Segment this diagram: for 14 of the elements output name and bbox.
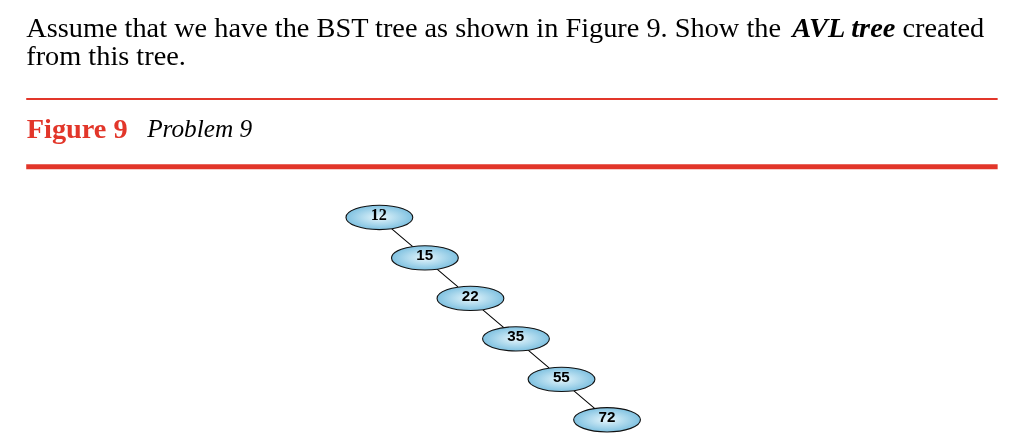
label: Problem 9 — [147, 113, 253, 142]
connector — [527, 349, 550, 368]
connector — [573, 389, 596, 409]
node-ellipse: 55 — [527, 366, 596, 392]
node-ellipse: 72 — [573, 406, 641, 432]
connector — [436, 268, 459, 287]
connector — [391, 227, 413, 247]
node-ellipse: 12 — [345, 204, 414, 230]
connector — [482, 308, 505, 328]
node-ellipse: 22 — [436, 285, 505, 311]
label: Figure 9 — [26, 112, 128, 144]
label: Assume that we have the BST tree as shown in Figure 9. Show the AVL tree created from this tree. — [26, 11, 985, 71]
node-ellipse: 15 — [390, 244, 459, 271]
node-ellipse: 35 — [482, 325, 550, 352]
